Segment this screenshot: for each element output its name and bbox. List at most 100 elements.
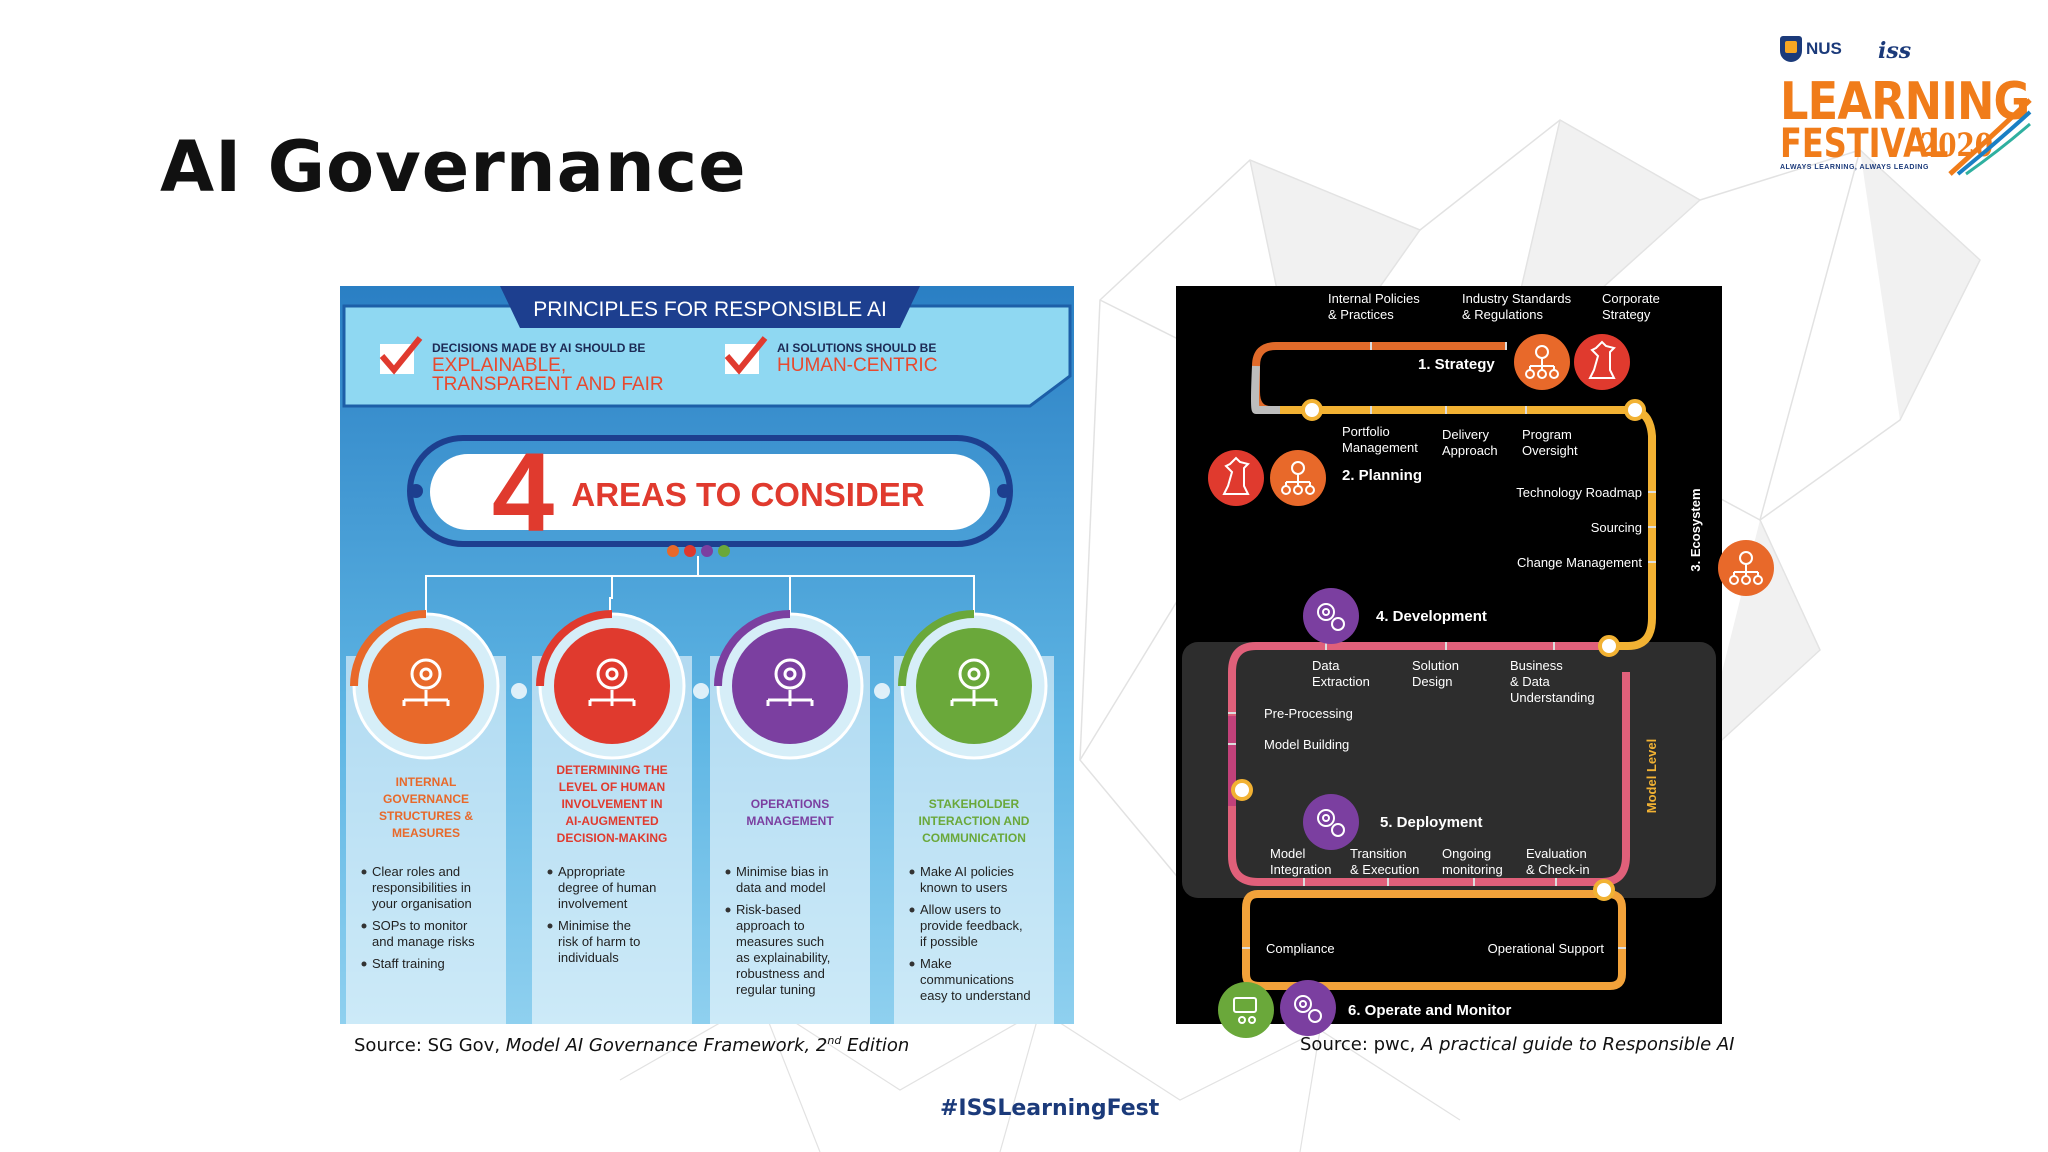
area-title-line: DETERMINING THE	[556, 763, 667, 777]
iss-logo: iss	[1878, 38, 1912, 64]
infographic-left-svg: PRINCIPLES FOR RESPONSIBLE AI DECISIONS …	[342, 286, 1072, 1024]
label-evaluation-check-in: Evaluation	[1526, 846, 1587, 861]
area-title-line: MANAGEMENT	[746, 814, 834, 828]
area-bullet-line: SOPs to monitor	[372, 918, 468, 933]
label-compliance: Compliance	[1266, 941, 1335, 956]
slide-title: AI Governance	[160, 126, 747, 208]
area-title-line: INVOLVEMENT IN	[561, 797, 662, 811]
area-bullet-line: measures such	[736, 934, 824, 949]
svg-text:Oversight: Oversight	[1522, 443, 1578, 458]
stage-strategy: 1. Strategy	[1418, 356, 1495, 373]
stage-operate-monitor: 6. Operate and Monitor	[1348, 1002, 1512, 1019]
principle-2-line1: HUMAN-CENTRIC	[777, 355, 937, 376]
label-portfolio-management: Portfolio	[1342, 424, 1390, 439]
area-bullet-line: data and model	[736, 880, 826, 895]
area-bullet-line: robustness and	[736, 966, 825, 981]
banner-text: PRINCIPLES FOR RESPONSIBLE AI	[533, 298, 887, 321]
svg-text:Design: Design	[1412, 674, 1452, 689]
label-sourcing: Sourcing	[1591, 520, 1642, 535]
area-bullet-line: as explainability,	[736, 950, 830, 965]
left-source: Source: SG Gov, Model AI Governance Fram…	[354, 1034, 910, 1056]
area-bullet-line: known to users	[920, 880, 1008, 895]
area-bullet-line: easy to understand	[920, 988, 1031, 1003]
area-bullet-line: degree of human	[558, 880, 656, 895]
gears-icon	[1280, 980, 1336, 1036]
label-industry-standards: Industry Standards	[1462, 291, 1572, 306]
org-chart-icon	[368, 628, 484, 744]
svg-text:& Execution: & Execution	[1350, 862, 1419, 877]
areas-title: AREAS TO CONSIDER	[571, 476, 924, 513]
svg-text:& Data: & Data	[1510, 674, 1551, 689]
stage-deployment: 5. Deployment	[1380, 814, 1483, 831]
label-corporate-strategy: Corporate	[1602, 291, 1660, 306]
area-bullet-line: if possible	[920, 934, 978, 949]
svg-text:Strategy: Strategy	[1602, 307, 1651, 322]
logo-learning: LEARNING	[1780, 72, 2030, 132]
svg-text:Extraction: Extraction	[1312, 674, 1370, 689]
label-data-extraction: Data	[1312, 658, 1340, 673]
label-transition-execution: Transition	[1350, 846, 1407, 861]
gears-icon	[1303, 588, 1359, 644]
big-number-four: 4	[492, 430, 554, 555]
label-pre-processing: Pre-Processing	[1264, 706, 1353, 721]
area-bullet-line: and manage risks	[372, 934, 475, 949]
gears-icon	[1303, 794, 1359, 850]
chess-icon	[1574, 334, 1630, 390]
chat-people-icon	[1218, 982, 1274, 1038]
svg-text:Approach: Approach	[1442, 443, 1498, 458]
area-title-line: AI-AUGMENTED	[565, 814, 659, 828]
gears-icon	[732, 628, 848, 744]
label-business-data-understanding: Business	[1510, 658, 1563, 673]
label-internal-policies: Internal Policies	[1328, 291, 1420, 306]
svg-text:& Check-in: & Check-in	[1526, 862, 1590, 877]
check-icon	[724, 336, 768, 375]
area-title-line: OPERATIONS	[751, 797, 829, 811]
label-delivery-approach: Delivery	[1442, 427, 1489, 442]
label-ongoing-monitoring: Ongoing	[1442, 846, 1491, 861]
principle-1-line1: EXPLAINABLE,	[432, 355, 566, 376]
hashtag: #ISSLearningFest	[940, 1096, 1160, 1121]
area-bullet-line: your organisation	[372, 896, 472, 911]
area-column: DETERMINING THE LEVEL OF HUMAN INVOLVEMENT…	[532, 610, 709, 1024]
svg-text:Management: Management	[1342, 440, 1418, 455]
area-bullet-line: Make	[920, 956, 952, 971]
svg-text:Understanding: Understanding	[1510, 690, 1595, 705]
principle-2-heading: AI SOLUTIONS SHOULD BE	[777, 341, 936, 355]
stage-ecosystem: 3. Ecosystem	[1688, 488, 1703, 571]
flow-diagram-svg: Internal Policies & Practices Industry S…	[1182, 291, 1774, 1038]
label-solution-design: Solution	[1412, 658, 1459, 673]
stage-development: 4. Development	[1376, 608, 1487, 625]
responsible-ai-infographic: PRINCIPLES FOR RESPONSIBLE AI DECISIONS …	[340, 286, 1074, 1024]
area-bullet-line: responsibilities in	[372, 880, 471, 895]
area-title-line: INTERNAL	[396, 775, 457, 789]
principle-1-heading: DECISIONS MADE BY AI SHOULD BE	[432, 341, 645, 355]
area-bullet-line: involvement	[558, 896, 628, 911]
stage-planning: 2. Planning	[1342, 467, 1422, 484]
right-source: Source: pwc, A practical guide to Respon…	[1300, 1034, 1735, 1055]
nus-logo: NUS	[1780, 36, 1842, 62]
area-bullet-line: individuals	[558, 950, 619, 965]
area-bullet-line: Appropriate	[558, 864, 625, 879]
area-title-line: LEVEL OF HUMAN	[559, 780, 665, 794]
area-title-line: STRUCTURES &	[379, 809, 473, 823]
label-model-building: Model Building	[1264, 737, 1349, 752]
area-bullet-line: provide feedback,	[920, 918, 1023, 933]
logo-swoosh-icon	[1948, 98, 2032, 176]
label-change-management: Change Management	[1517, 555, 1642, 570]
svg-text:Integration: Integration	[1270, 862, 1331, 877]
area-title-line: INTERACTION AND	[919, 814, 1030, 828]
area-bullet-line: Staff training	[372, 956, 445, 971]
area-title-line: DECISION-MAKING	[557, 831, 668, 845]
area-bullet-line: communications	[920, 972, 1014, 987]
label-technology-roadmap: Technology Roadmap	[1516, 485, 1642, 500]
nus-crest-icon	[1780, 36, 1802, 62]
area-bullet-line: risk of harm to	[558, 934, 640, 949]
banner-shape	[500, 286, 920, 328]
logo-tagline: ALWAYS LEARNING, ALWAYS LEADING	[1780, 164, 1929, 171]
label-operational-support: Operational Support	[1488, 941, 1605, 956]
area-title-line: STAKEHOLDER	[929, 797, 1020, 811]
area-bullet-line: Clear roles and	[372, 864, 460, 879]
principles-panel	[342, 304, 1072, 408]
